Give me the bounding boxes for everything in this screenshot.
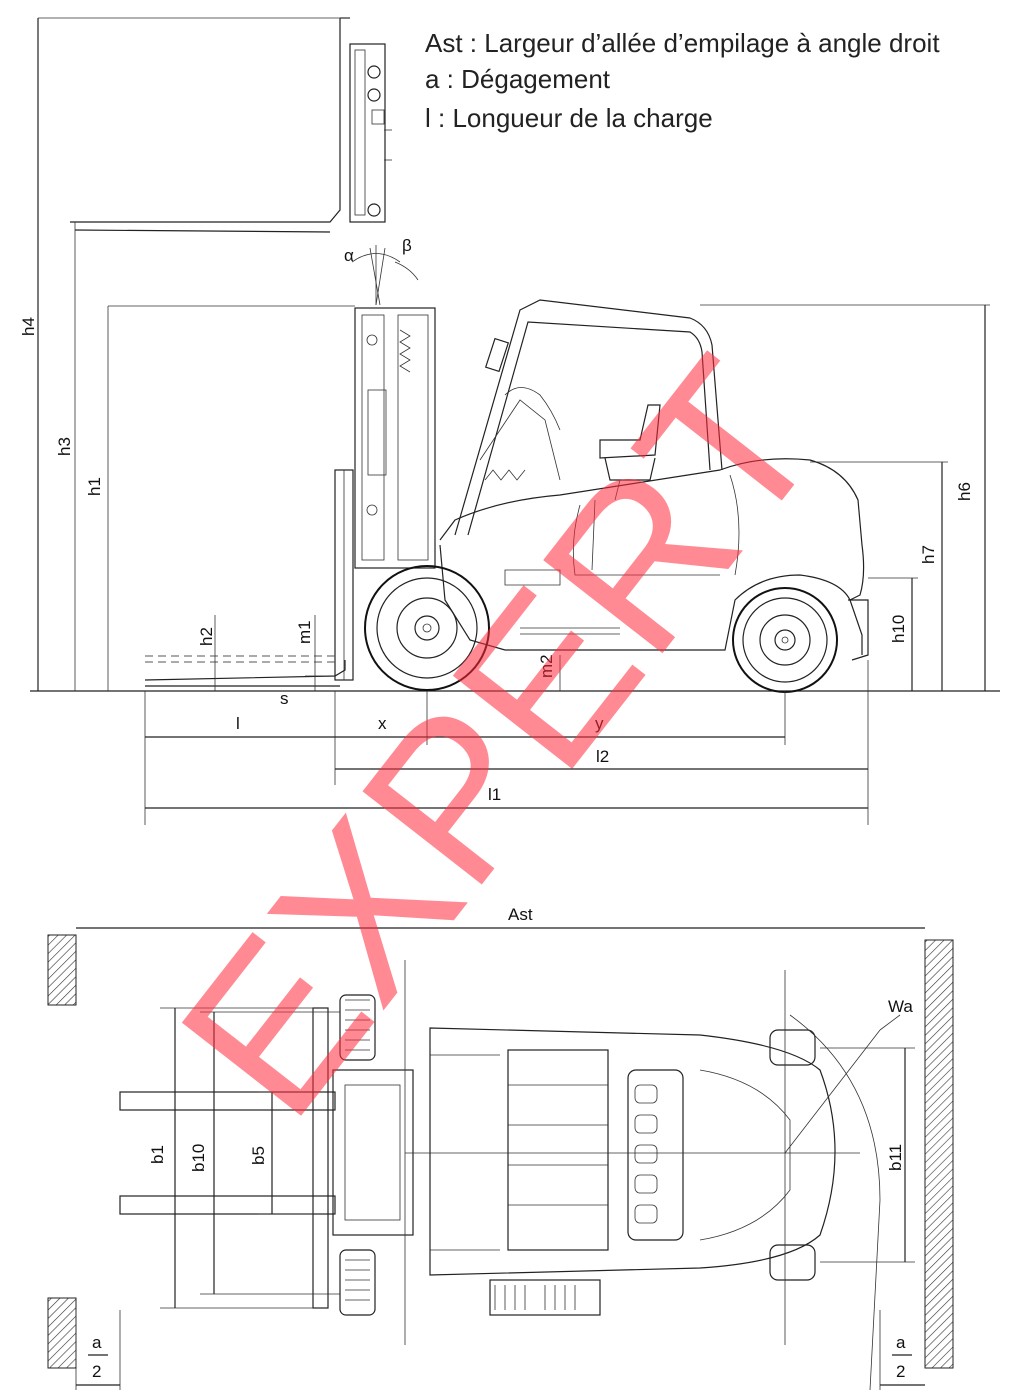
wall-right bbox=[924, 939, 954, 1369]
fork-top bbox=[119, 1091, 336, 1111]
front-tires bbox=[339, 994, 376, 1316]
h4-label: h4 bbox=[19, 317, 38, 336]
a-right-numerator: a bbox=[896, 1333, 906, 1352]
h1-label: h1 bbox=[85, 477, 104, 496]
y-label: y bbox=[595, 714, 604, 733]
battery-compartment bbox=[507, 1049, 609, 1251]
x-label: x bbox=[378, 714, 387, 733]
h7-label: h7 bbox=[919, 545, 938, 564]
tilt-angles: α β bbox=[344, 236, 419, 306]
mast bbox=[334, 307, 436, 681]
a-left-numerator: a bbox=[92, 1333, 102, 1352]
m2-label: m2 bbox=[537, 654, 556, 678]
a-right-denominator: 2 bbox=[896, 1362, 905, 1381]
fork-dimensions: h2 m1 s m2 bbox=[197, 615, 561, 708]
h6-label: h6 bbox=[955, 482, 974, 501]
m1-label: m1 bbox=[295, 620, 314, 644]
l1-label: l1 bbox=[488, 785, 501, 804]
watermark: EXPERT bbox=[133, 317, 866, 1159]
l-label: l bbox=[236, 714, 240, 733]
fork-bottom bbox=[119, 1195, 336, 1215]
l2-label: l2 bbox=[596, 747, 609, 766]
step bbox=[489, 1279, 601, 1316]
raised-carriage bbox=[70, 17, 392, 233]
operator-seat bbox=[599, 404, 661, 501]
h10-label: h10 bbox=[889, 615, 908, 643]
horizontal-dimensions: l x y l2 l1 bbox=[144, 660, 869, 825]
top-view: Ast bbox=[47, 905, 954, 1391]
front-wheel bbox=[364, 565, 490, 691]
clearance-right: a 2 bbox=[879, 1310, 925, 1390]
h3-label: h3 bbox=[55, 437, 74, 456]
overhead-guard bbox=[454, 299, 723, 536]
rear-tires bbox=[769, 1029, 816, 1281]
legend-ast: Ast : Largeur d’allée d’empilage à angle… bbox=[425, 28, 940, 58]
wa-label: Wa bbox=[888, 997, 913, 1016]
wall-left-top bbox=[47, 934, 77, 1006]
side-view: α β bbox=[19, 17, 1000, 825]
legend-l: l : Longueur de la charge bbox=[425, 103, 713, 133]
a-left-denominator: 2 bbox=[92, 1362, 101, 1381]
b10-label: b10 bbox=[189, 1144, 208, 1172]
right-vertical-dimensions: h6 h7 h10 bbox=[700, 304, 990, 691]
b5-label: b5 bbox=[249, 1146, 268, 1165]
b11-label: b11 bbox=[886, 1144, 905, 1171]
truck-body bbox=[439, 458, 869, 661]
lowered-forks bbox=[144, 655, 346, 687]
s-label: s bbox=[280, 689, 289, 708]
mast-block bbox=[332, 1069, 414, 1236]
width-dimensions: b1 b10 b5 b11 bbox=[148, 1007, 915, 1309]
alpha-label: α bbox=[344, 246, 354, 265]
carriage-plate bbox=[312, 1007, 329, 1309]
clearance-left: a 2 bbox=[75, 1310, 121, 1390]
left-vertical-dimensions: h4 h3 h1 bbox=[19, 17, 355, 691]
ast-label: Ast bbox=[508, 905, 533, 924]
beta-label: β bbox=[402, 236, 412, 255]
b1-label: b1 bbox=[148, 1145, 167, 1164]
turning-radius-arc bbox=[789, 1014, 881, 1391]
wall-left-bottom bbox=[47, 1297, 77, 1369]
wa-leader bbox=[784, 1029, 881, 1154]
legend-a: a : Dégagement bbox=[425, 64, 611, 94]
chassis bbox=[429, 1027, 836, 1276]
h2-label: h2 bbox=[197, 627, 216, 646]
